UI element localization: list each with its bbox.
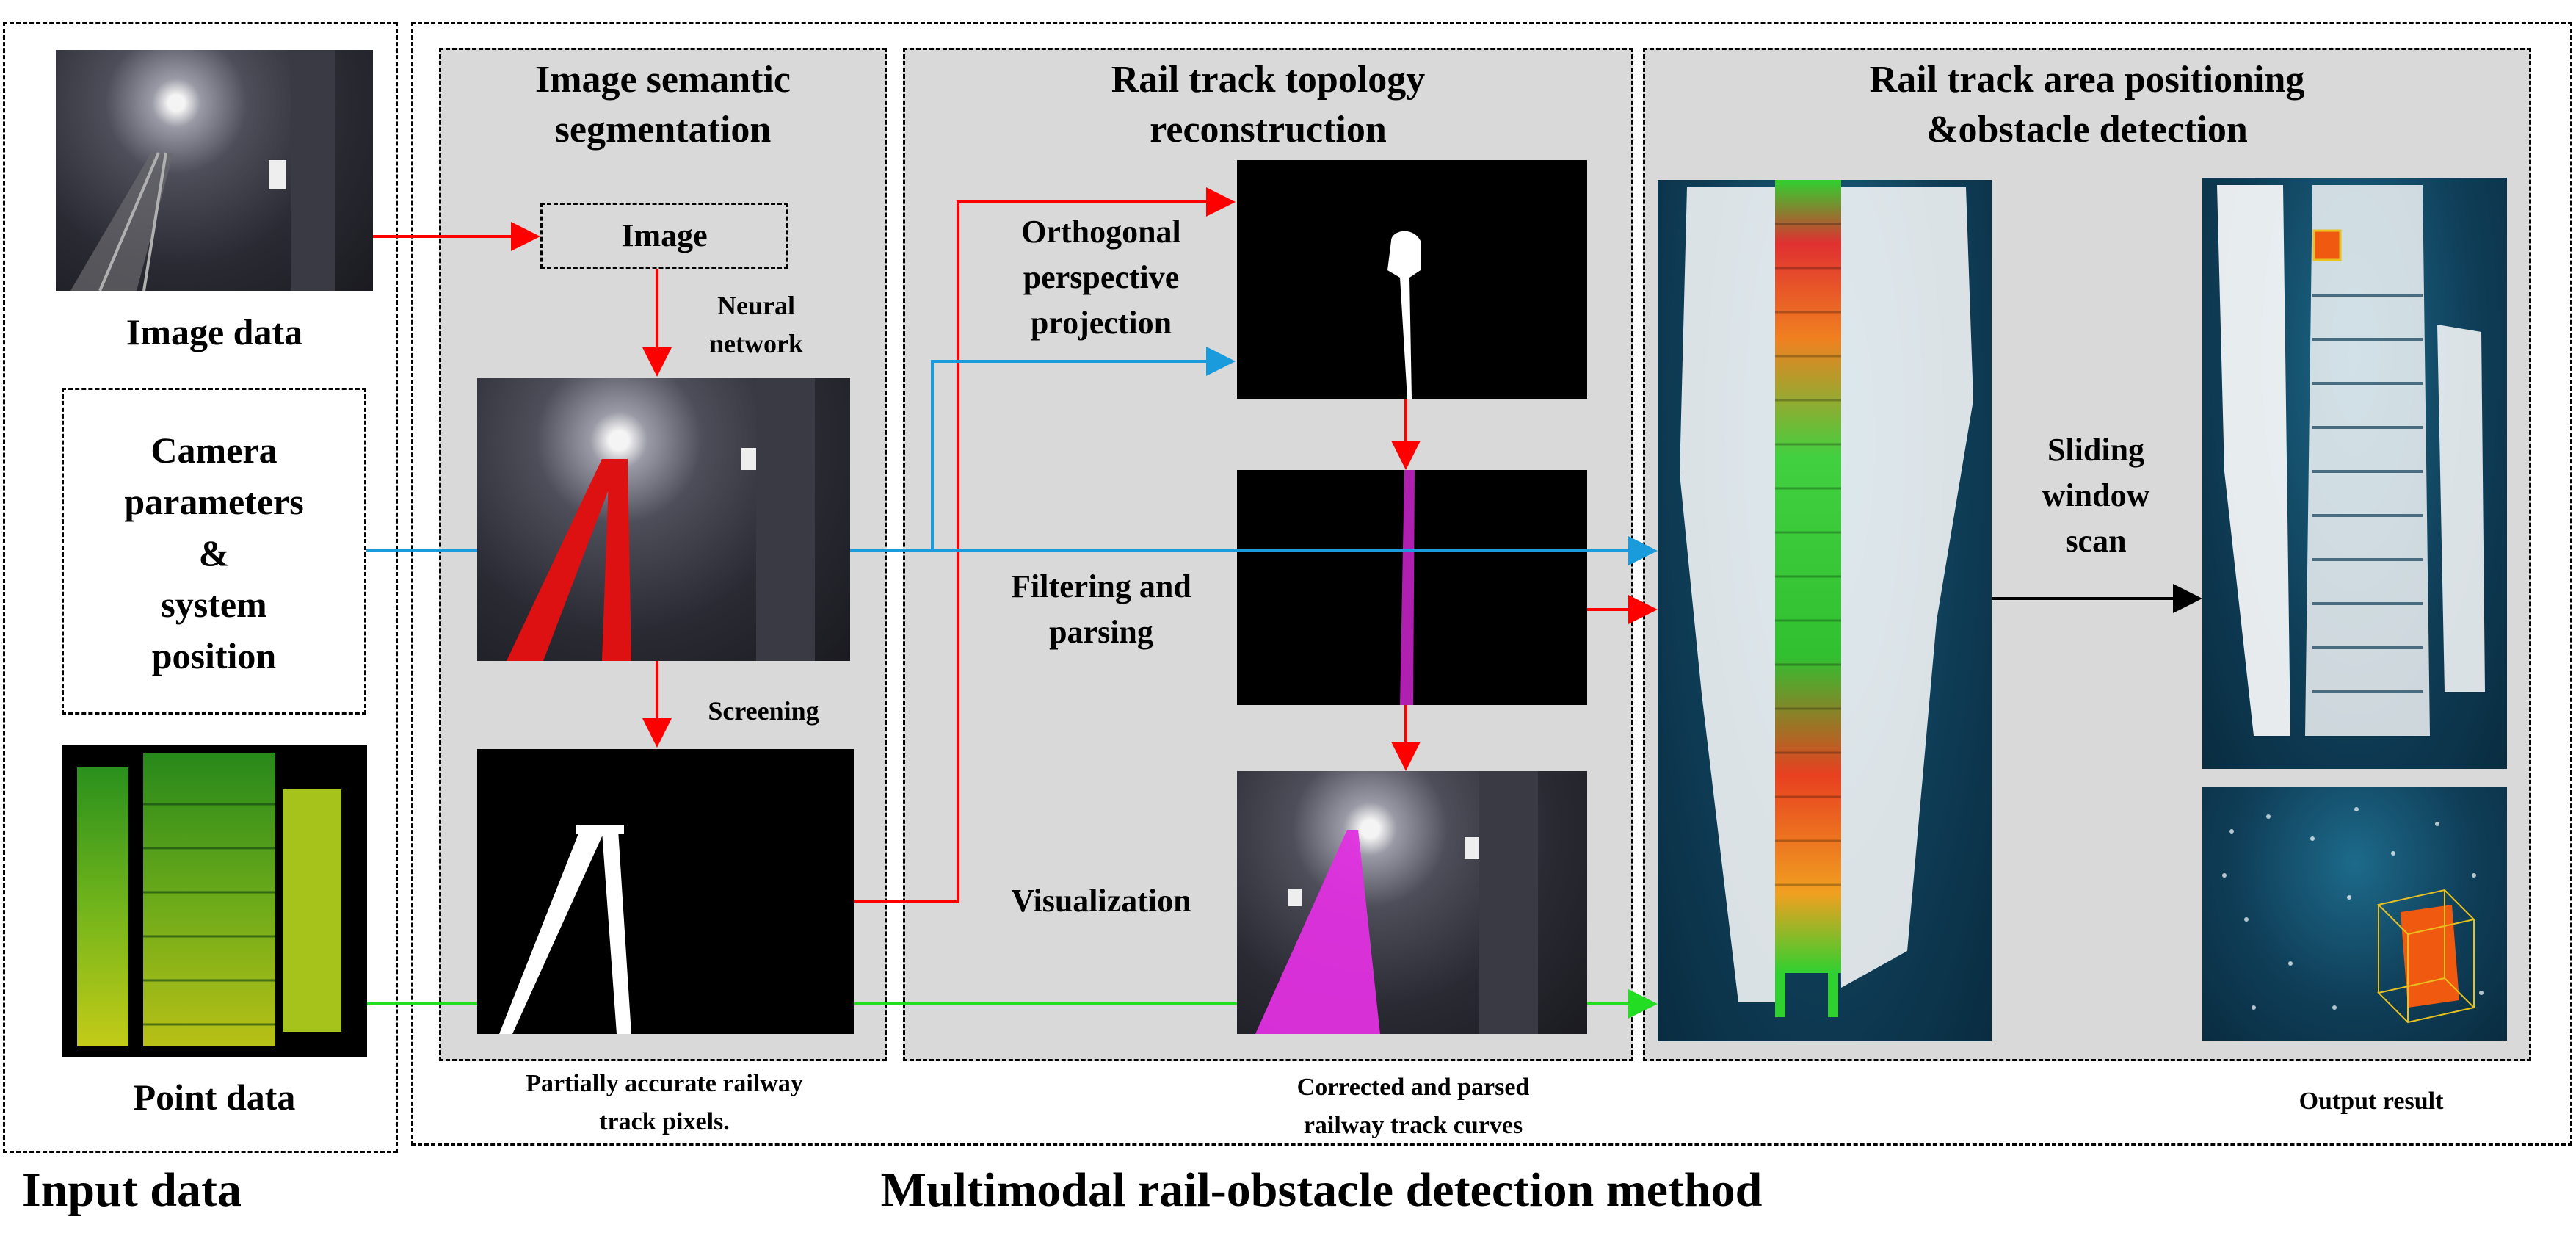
positioning-title: Rail track area positioning &obstacle de… [1643,55,2531,155]
projection-line-3: projection [1030,305,1172,341]
output-result-label: Output result [2299,1088,2444,1115]
output-top-view [2202,178,2507,769]
visualization-photo-graphic [1255,771,1538,1034]
topology-caption-line-2: railway track curves [1303,1112,1523,1139]
image-box [540,203,788,269]
filtered-curve [1237,470,1587,705]
screening-label: Screening [708,696,819,726]
visualization-label: Visualization [1011,883,1191,919]
neural-network-line-1: Neural [717,291,795,320]
projection-mask [1237,160,1587,399]
filtering-line-2: parsing [1049,614,1153,650]
topology-caption: Corrected and parsed railway track curve… [1197,1069,1630,1145]
topology-title-line-2: reconstruction [1150,109,1387,151]
segmented-track-photo-graphic [507,378,815,661]
rail-area-point-cloud-graphic [1680,180,1973,1017]
segmentation-title-line-2: segmentation [554,109,772,151]
method-frame [411,22,2572,1146]
camera-line-4: system [161,584,267,625]
rail-area-point-cloud [1658,180,1992,1041]
segmentation-caption-line-1: Partially accurate railway [526,1070,803,1097]
topology-caption-line-1: Corrected and parsed [1296,1074,1530,1101]
input-data-frame [3,22,398,1153]
filtering-line-1: Filtering and [1011,568,1191,604]
sliding-line-1: Sliding [2047,432,2145,468]
point-cloud-input [62,745,367,1057]
segmented-track-photo [477,378,850,661]
camera-parameters-box [62,388,366,715]
output-top-view-graphic [2217,185,2485,736]
camera-line-2: parameters [124,481,304,522]
point-cloud-input-graphic [77,753,341,1046]
visualization-photo [1237,771,1587,1034]
tunnel-photo-input-graphic [70,50,335,291]
image-data-label: Image data [126,311,303,352]
arrow-blue-to-projection [931,347,1236,551]
image-box-label: Image [621,217,708,253]
output-obstacle-view-graphic [2222,807,2484,1024]
filtered-curve-graphic [1400,470,1415,705]
camera-line-5: position [151,635,277,676]
camera-parameters-label: Camera parameters & system position [62,424,366,681]
camera-line-3: & [198,532,230,574]
segmentation-caption-line-2: track pixels. [599,1108,730,1135]
neural-network-label: Neural network [675,286,837,363]
segmentation-caption: Partially accurate railway track pixels. [440,1065,888,1141]
positioning-title-line-2: &obstacle detection [1926,109,2248,151]
neural-network-line-2: network [709,329,803,358]
sliding-line-3: scan [2065,523,2127,559]
camera-line-1: Camera [150,430,277,471]
sliding-line-2: window [2042,477,2150,513]
segmentation-title-line-1: Image semantic [534,59,791,101]
output-obstacle-view [2202,787,2507,1041]
projection-mask-graphic [1387,231,1421,399]
projection-label: Orthogonal perspective projection [969,209,1233,346]
point-data-label: Point data [133,1077,296,1118]
projection-line-2: perspective [1023,259,1180,295]
filtering-label: Filtering and parsing [969,564,1233,655]
topology-title: Rail track topology reconstruction [903,55,1633,155]
topology-title-line-1: Rail track topology [1111,59,1426,101]
segmentation-title: Image semantic segmentation [439,55,887,155]
input-data-title: Input data [22,1163,242,1217]
sliding-window-label: Sliding window scan [2004,427,2188,564]
method-title: Multimodal rail-obstacle detection metho… [880,1163,1763,1217]
positioning-title-line-1: Rail track area positioning [1869,59,2305,101]
screening-mask-graphic [499,825,631,1034]
projection-line-1: Orthogonal [1021,214,1181,250]
tunnel-photo-input [56,50,373,291]
screening-mask [477,749,854,1034]
